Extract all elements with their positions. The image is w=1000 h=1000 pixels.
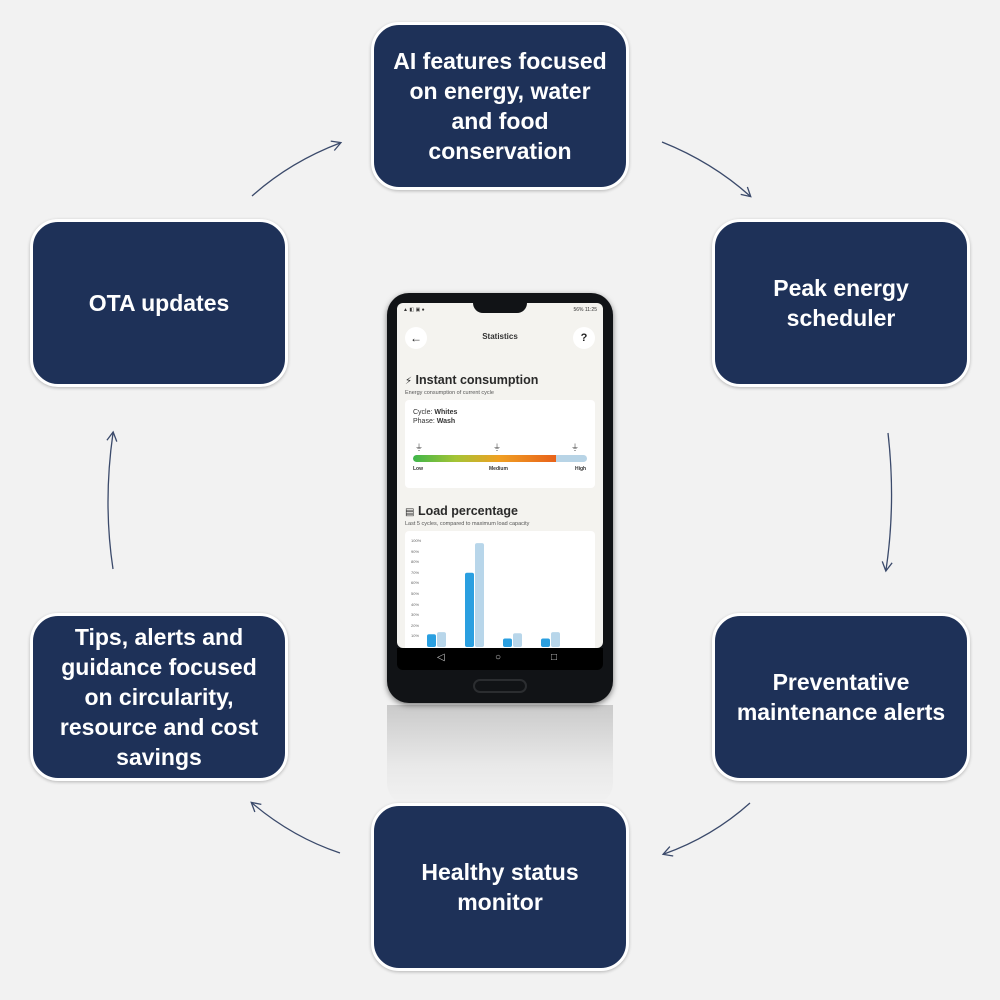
node-ai-features-label: AI features focused on energy, water and… <box>393 48 607 164</box>
load-bar <box>465 572 474 647</box>
phone-reflection <box>387 705 613 805</box>
cycle-value: Whites <box>434 409 458 416</box>
status-battery-time: 56% 11:25 <box>573 307 597 313</box>
node-peak-energy-scheduler: Peak energy scheduler <box>712 219 970 387</box>
arrow-tips-to-ota <box>106 430 118 570</box>
status-bar: ▲ ◧ ▣ ● 56% 11:25 <box>397 303 603 317</box>
node-ota-updates: OTA updates <box>30 219 288 387</box>
node-ai-features: AI features focused on energy, water and… <box>371 22 629 190</box>
back-arrow-icon[interactable]: ← <box>405 327 427 349</box>
android-nav-bar: ◁ ○ □ <box>397 648 603 670</box>
load-bar <box>475 543 484 647</box>
load-bar <box>437 632 446 647</box>
y-tick-label: 50% <box>411 591 420 596</box>
phase-value: Wash <box>436 418 456 425</box>
load-percentage-heading: ▤ Load percentage <box>405 504 518 518</box>
help-icon[interactable]: ? <box>573 327 595 349</box>
nav-recents-icon[interactable]: □ <box>551 652 558 663</box>
load-bar <box>503 638 512 647</box>
screen-title: Statistics <box>482 332 518 341</box>
level-high: High <box>575 466 587 472</box>
phone-home-button[interactable] <box>473 679 527 693</box>
load-subtitle: Last 5 cycles, compared to maximum load … <box>405 521 530 527</box>
node-tips-label: Tips, alerts and guidance focused on cir… <box>59 624 259 770</box>
load-title: Load percentage <box>417 504 518 518</box>
load-bar <box>551 632 560 647</box>
nav-back-icon[interactable]: ◁ <box>437 652 445 663</box>
consumption-level-fill <box>413 455 556 462</box>
y-tick-label: 30% <box>411 612 420 618</box>
node-preventative-maintenance: Preventative maintenance alerts <box>712 613 970 781</box>
node-tips-alerts-guidance: Tips, alerts and guidance focused on cir… <box>30 613 288 781</box>
node-healthy-status-monitor: Healthy status monitor <box>371 803 629 971</box>
arrow-health-to-tips <box>250 801 341 854</box>
y-tick-label: 10% <box>411 633 420 639</box>
phase-label: Phase: <box>413 418 435 425</box>
arrow-prev-to-health <box>661 802 751 857</box>
consumption-card: Cycle: Whites Phase: Wash ⏚ ⏚ ⏚ Low Medi… <box>405 400 595 488</box>
cycle-phase-info: Cycle: Whites Phase: Wash <box>413 408 457 426</box>
cycle-label: Cycle: <box>413 409 433 416</box>
node-peak-label: Peak energy scheduler <box>773 275 909 331</box>
instant-title: Instant consumption <box>415 373 539 387</box>
high-plug-icon: ⏚ <box>571 443 579 452</box>
y-tick-label: 40% <box>411 601 420 607</box>
clipboard-icon: ▤ <box>405 507 415 518</box>
instant-subtitle: Energy consumption of current cycle <box>405 390 494 396</box>
arrow-peak-to-prev <box>881 432 893 573</box>
y-tick-label: 90% <box>411 548 420 554</box>
y-tick-label: 20% <box>411 622 420 628</box>
load-bar-chart <box>427 543 560 647</box>
consumption-level-bar <box>413 455 587 462</box>
y-tick-label: 60% <box>411 580 420 586</box>
low-plug-icon: ⏚ <box>415 443 423 452</box>
y-tick-label: 100% <box>411 538 422 543</box>
status-icons: ▲ ◧ ▣ ● <box>403 307 425 313</box>
app-header: ← Statistics ? <box>397 325 603 351</box>
arrow-ai-to-peak <box>661 141 752 198</box>
load-bar <box>513 633 522 647</box>
level-medium: Medium <box>489 466 508 472</box>
node-ota-label: OTA updates <box>88 290 230 316</box>
node-prev-label: Preventative maintenance alerts <box>736 669 946 725</box>
phone-notch <box>473 301 527 313</box>
load-chart-card: 100%90%80%70%60%50%40%30%20%10% 27/0526/… <box>405 531 595 648</box>
plug-icon: ⚡ <box>405 376 413 387</box>
phone-screen: ▲ ◧ ▣ ● 56% 11:25 ← Statistics ? ⚡ Insta… <box>397 303 603 648</box>
level-low: Low <box>413 466 423 472</box>
nav-home-icon[interactable]: ○ <box>495 652 502 663</box>
smartphone-mockup: ▲ ◧ ▣ ● 56% 11:25 ← Statistics ? ⚡ Insta… <box>387 293 613 703</box>
load-bar <box>427 634 436 647</box>
arrow-ota-to-ai <box>251 140 343 197</box>
load-bar <box>541 638 550 647</box>
node-health-label: Healthy status monitor <box>421 859 579 915</box>
instant-consumption-heading: ⚡ Instant consumption <box>405 373 538 387</box>
medium-plug-icon: ⏚ <box>493 443 501 452</box>
y-tick-label: 80% <box>411 559 420 565</box>
y-tick-label: 70% <box>411 569 420 575</box>
